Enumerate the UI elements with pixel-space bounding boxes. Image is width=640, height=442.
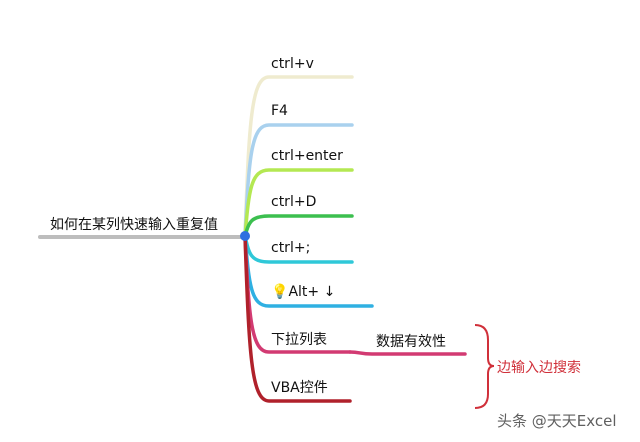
subbranch-data-validation[interactable]: 数据有效性 [376, 334, 446, 350]
branch-alt-down-label: Alt+ ↓ [288, 284, 336, 300]
summary-label[interactable]: 边输入边搜索 [497, 360, 581, 376]
branch-line [243, 168, 354, 238]
branch-ctrl-enter[interactable]: ctrl+enter [271, 148, 343, 164]
branch-line [243, 123, 354, 238]
branch-dropdown-list[interactable]: 下拉列表 [271, 332, 327, 348]
branch-vba-control[interactable]: VBA控件 [271, 380, 328, 396]
branch-f4[interactable]: F4 [271, 103, 288, 119]
branch-ctrl-semicolon[interactable]: ctrl+; [271, 240, 311, 256]
lightbulb-icon: 💡 [271, 284, 289, 300]
branch-alt-down[interactable]: 💡Alt+ ↓ [271, 284, 335, 300]
branch-ctrl-d[interactable]: ctrl+D [271, 194, 317, 210]
branch-line [243, 214, 354, 238]
watermark: 头条 @天天Excel [497, 412, 617, 430]
branch-ctrl-v[interactable]: ctrl+v [271, 56, 314, 72]
center-node[interactable] [240, 231, 250, 241]
branch-line [243, 234, 352, 403]
subbranch-line [348, 350, 467, 356]
root-topic[interactable]: 如何在某列快速输入重复值 [50, 217, 218, 233]
summary-bracket [474, 324, 495, 409]
